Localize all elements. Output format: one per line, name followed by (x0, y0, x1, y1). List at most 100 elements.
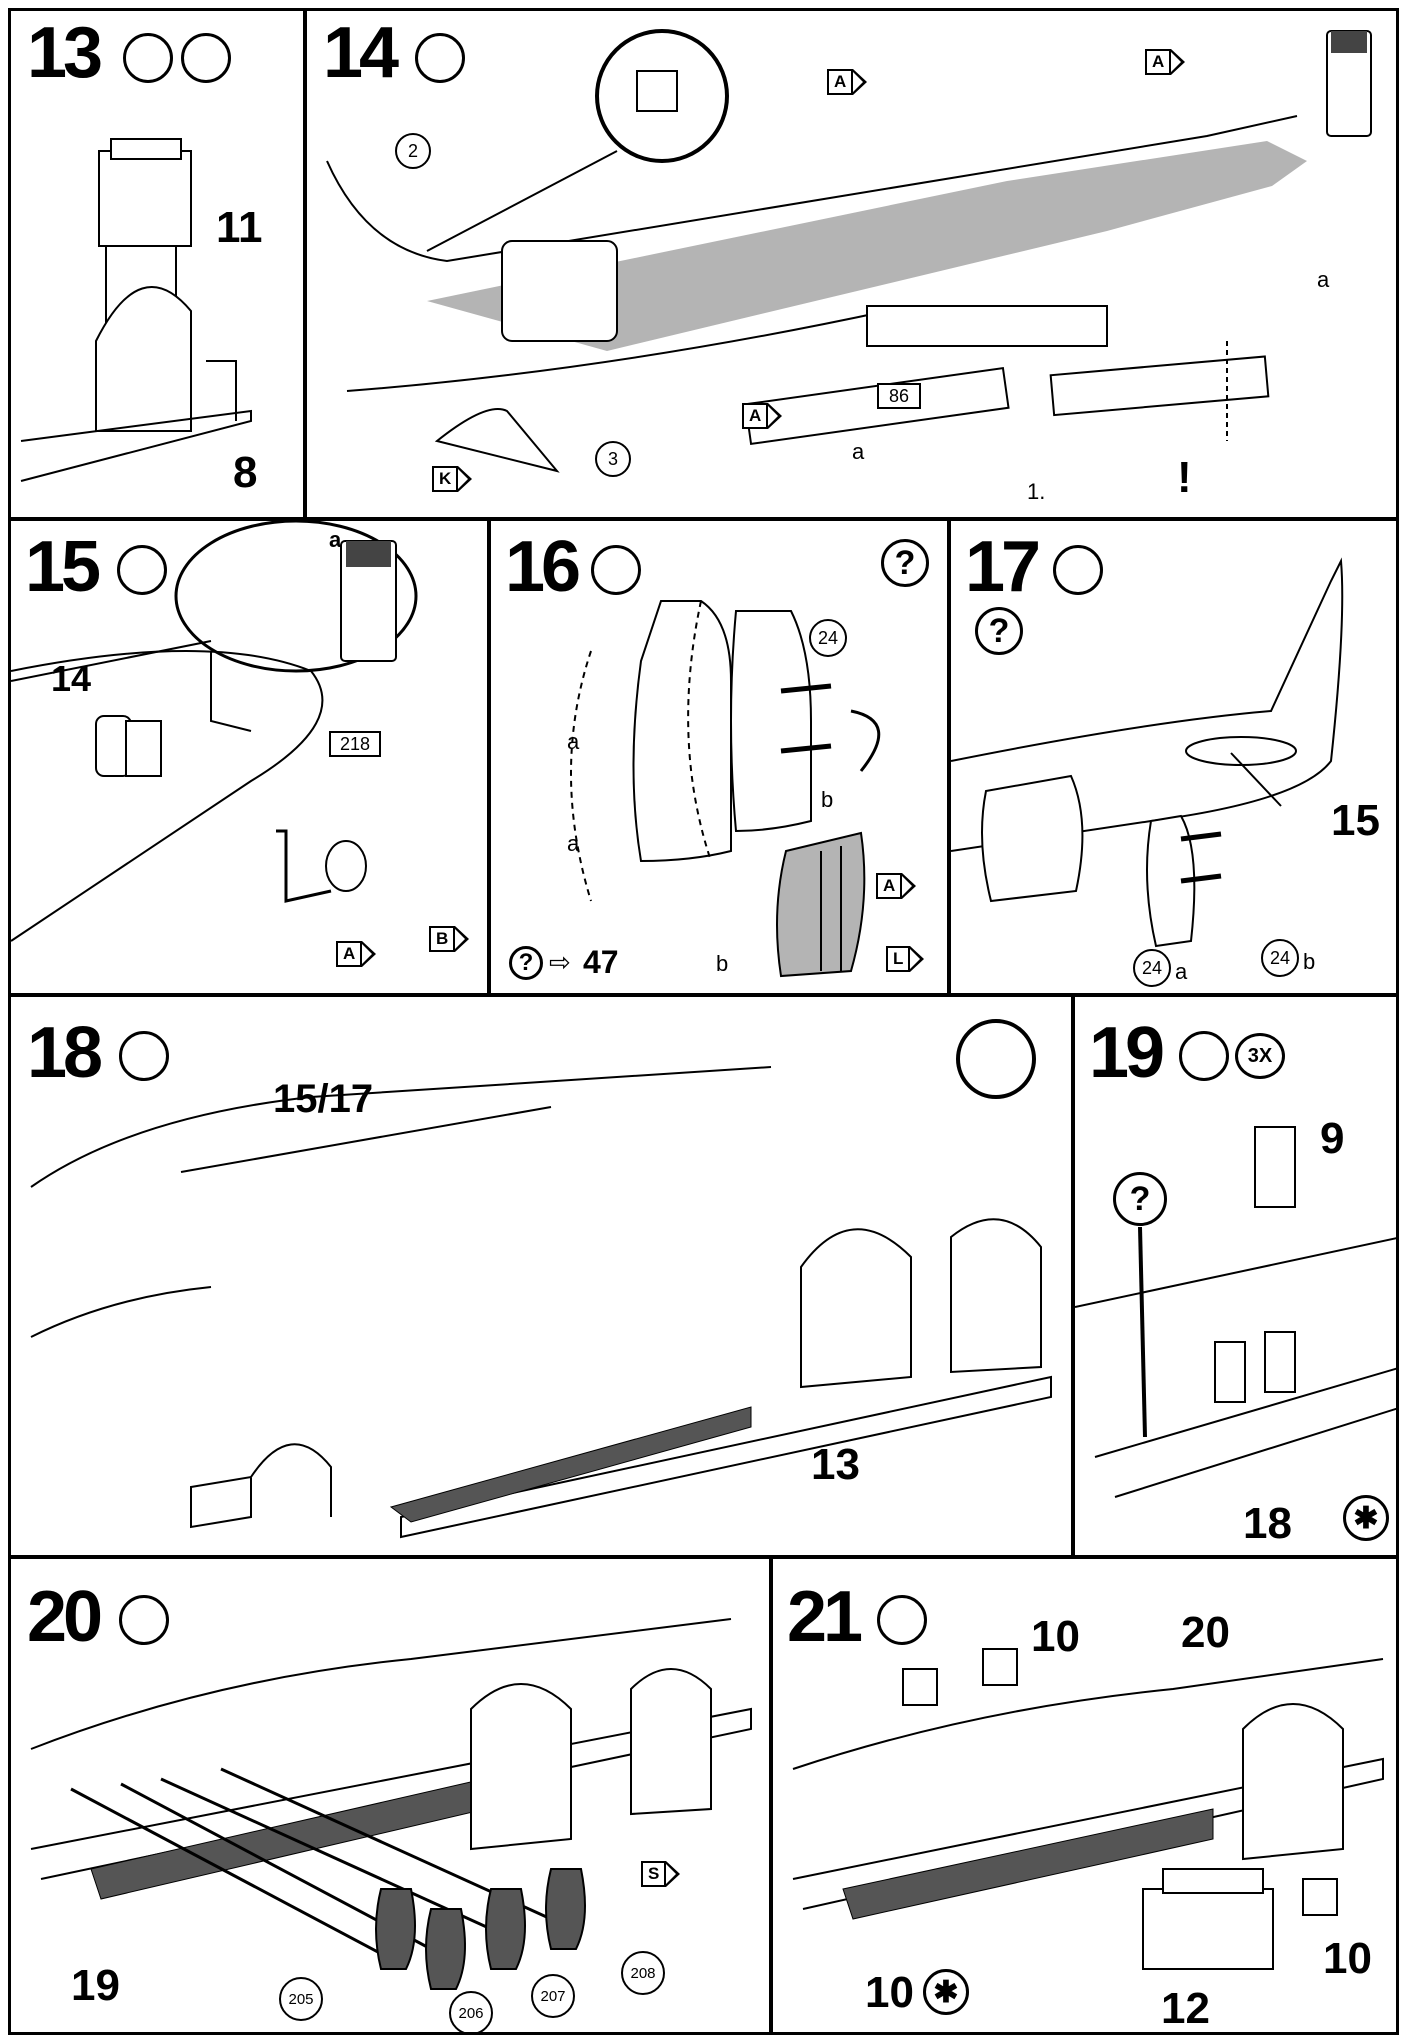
flag-k: K (432, 466, 473, 492)
step-19-drawing (1075, 1126, 1396, 1498)
glue-tube-icon (119, 1595, 169, 1645)
flag-letter: K (432, 466, 459, 492)
flag-arrow (910, 946, 925, 972)
part-14-label: 14 (51, 658, 92, 699)
question-choice-icon: ? (881, 539, 929, 587)
step-18-panel: 18 15/17 13 (8, 994, 1074, 1558)
flag-letter: A (336, 941, 363, 967)
step-18-drawing (30, 1066, 1052, 1539)
flag-arrow (768, 403, 783, 429)
step-number: 16 (505, 527, 581, 607)
warning-exclamation: ! (1177, 453, 1192, 502)
step-number: 20 (27, 1577, 103, 1657)
flag-letter: S (641, 1861, 667, 1887)
part-12-label: 12 (1161, 1984, 1210, 2033)
part-2-callout: 2 (395, 133, 431, 169)
glue-tube-icon (123, 33, 173, 83)
part-208-callout: 208 (621, 1951, 665, 1995)
step-16-drawing (570, 600, 881, 978)
flag-arrow (458, 466, 473, 492)
label-a-left: a (852, 439, 865, 464)
step-number: 14 (323, 13, 399, 93)
flag-letter: A (742, 403, 769, 429)
flag-a-bottom: A (742, 403, 783, 429)
label-b-top: b (821, 787, 834, 812)
part-205-callout: 205 (279, 1977, 323, 2021)
part-24a-callout: 24 (1133, 949, 1171, 987)
flag-a-top: A (827, 69, 868, 95)
step-number: 13 (27, 13, 103, 93)
flag-letter: A (1145, 49, 1172, 75)
glue-tube-icon (1053, 545, 1103, 595)
part-9-label: 9 (1320, 1114, 1345, 1163)
glue-tube-icon (117, 545, 167, 595)
flag-arrow (902, 873, 917, 899)
step-number: 19 (1089, 1013, 1165, 1093)
glue-tube-icon (415, 33, 465, 83)
part-3-callout: 3 (595, 441, 631, 477)
part-8-label: 8 (233, 448, 258, 497)
label-step-one: 1. (1027, 479, 1046, 504)
flag-a-right: A (1145, 49, 1186, 75)
flag-a: A (876, 873, 917, 899)
part-218-box: 218 (329, 731, 381, 757)
flag-s: S (641, 1861, 681, 1887)
step-21-panel: 21 10 20 10 10 ✱ 12 (770, 1556, 1399, 2035)
flag-arrow (362, 941, 377, 967)
flag-letter: A (827, 69, 854, 95)
glue-tube-icon (119, 1031, 169, 1081)
part-10-label-bottom: 10 (865, 1968, 914, 2017)
glue-tube-icon (1179, 1031, 1229, 1081)
glue-tube-icon (877, 1595, 927, 1645)
step-20-drawing (30, 1618, 752, 1990)
part-86-box: 86 (877, 383, 921, 409)
step-17-panel: 17 ? 15 24 a 24 b (948, 518, 1399, 996)
flag-b: B (429, 926, 470, 952)
part-10-label-right: 10 (1323, 1934, 1372, 1983)
label-a-top: a (567, 729, 580, 754)
tape-dispenser-icon (181, 33, 231, 83)
part-24-callout: 24 (809, 619, 847, 657)
asterisk-variant-icon: ✱ (1343, 1495, 1389, 1541)
step-number: 21 (787, 1577, 863, 1657)
flag-l: L (886, 946, 925, 972)
question-choice-icon: ? (509, 946, 543, 980)
part-15-17-label: 15/17 (273, 1077, 374, 1121)
flag-arrow (1171, 49, 1186, 75)
step-16-panel: 16 ? 24 a a b b A L ? ⇨ 47 (488, 518, 950, 996)
label-b: b (1303, 949, 1316, 974)
flag-arrow (666, 1861, 681, 1887)
part-19-label: 19 (71, 1961, 120, 2010)
flag-letter: L (886, 946, 911, 972)
step-number: 17 (965, 527, 1041, 607)
asterisk-variant-icon: ✱ (923, 1969, 969, 2015)
step-19-panel: 19 3X ? 9 18 ✱ (1072, 994, 1399, 1558)
label-a: a (329, 527, 342, 552)
reference-arrow: ⇨ (549, 947, 571, 977)
label-a: a (1175, 959, 1188, 984)
part-15-label: 15 (1331, 796, 1380, 845)
part-20-label: 20 (1181, 1608, 1230, 1657)
hobby-knife-icon (591, 545, 641, 595)
flag-letter: B (429, 926, 456, 952)
step-13-panel: 13 11 8 (8, 8, 306, 520)
step-21-drawing (792, 1648, 1384, 1970)
part-10-label-top: 10 (1031, 1612, 1080, 1661)
flag-letter: A (876, 873, 903, 899)
flag-arrow (455, 926, 470, 952)
step-17-drawing (951, 557, 1344, 948)
reference-step-47: 47 (583, 944, 619, 980)
flag-a: A (336, 941, 377, 967)
label-a-bottom: a (567, 831, 580, 856)
part-24b-callout: 24 (1261, 939, 1299, 977)
question-choice-icon: ? (1113, 1172, 1167, 1226)
repeat-times-badge: 3X (1235, 1033, 1285, 1079)
part-11-label: 11 (216, 203, 263, 252)
step-number: 15 (25, 527, 101, 607)
label-a-right: a (1317, 267, 1330, 292)
label-b-bottom: b (716, 951, 729, 976)
part-207-callout: 207 (531, 1974, 575, 2018)
step-14-panel: 14 2 3 86 a a 1. ! A A A K (304, 8, 1399, 520)
question-choice-icon: ? (975, 607, 1023, 655)
step-13-drawing (20, 138, 252, 482)
